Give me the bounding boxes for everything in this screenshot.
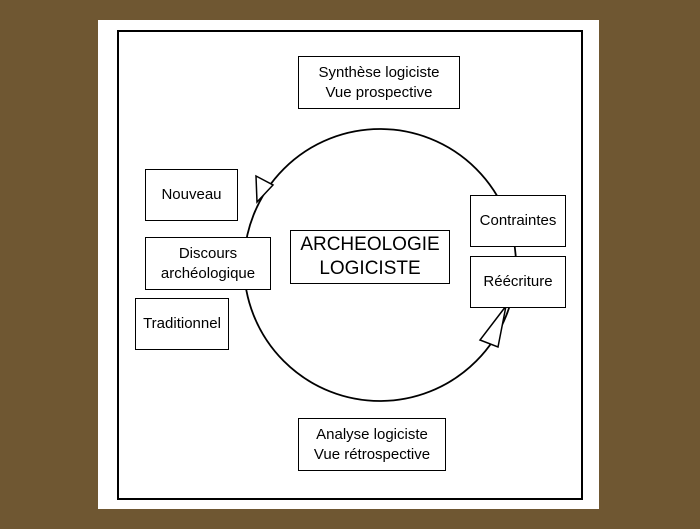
- center-line-1: ARCHEOLOGIE: [300, 234, 440, 255]
- cycle-arrowhead-left: [255, 174, 275, 204]
- left-upper-box: Nouveau: [145, 169, 238, 221]
- top-line-1: Synthèse logiciste: [318, 63, 440, 81]
- bottom-line-1: Analyse logiciste: [316, 425, 428, 443]
- diagram-frame: [117, 30, 583, 500]
- center-line-2: LOGICISTE: [319, 258, 421, 279]
- left-lower-label: Traditionnel: [143, 315, 221, 332]
- right-lower-label: Réécriture: [483, 273, 553, 290]
- center-title-box: ARCHEOLOGIE LOGICISTE: [290, 230, 450, 284]
- right-upper-box: Contraintes: [470, 195, 566, 247]
- left-lower-box: Traditionnel: [135, 298, 229, 350]
- left-middle-line-1: Discours: [178, 244, 238, 262]
- top-line-2: Vue prospective: [325, 83, 433, 101]
- right-lower-box: Réécriture: [470, 256, 566, 308]
- left-upper-label: Nouveau: [161, 186, 222, 203]
- left-middle-line-2: archéologique: [160, 264, 256, 282]
- top-box: Synthèse logiciste Vue prospective: [298, 56, 460, 109]
- bottom-box: Analyse logiciste Vue rétrospective: [298, 418, 446, 471]
- right-upper-label: Contraintes: [479, 212, 557, 229]
- bottom-line-2: Vue rétrospective: [313, 445, 431, 463]
- left-middle-box: Discours archéologique: [145, 237, 271, 290]
- cycle-arrowhead-right: [478, 305, 507, 349]
